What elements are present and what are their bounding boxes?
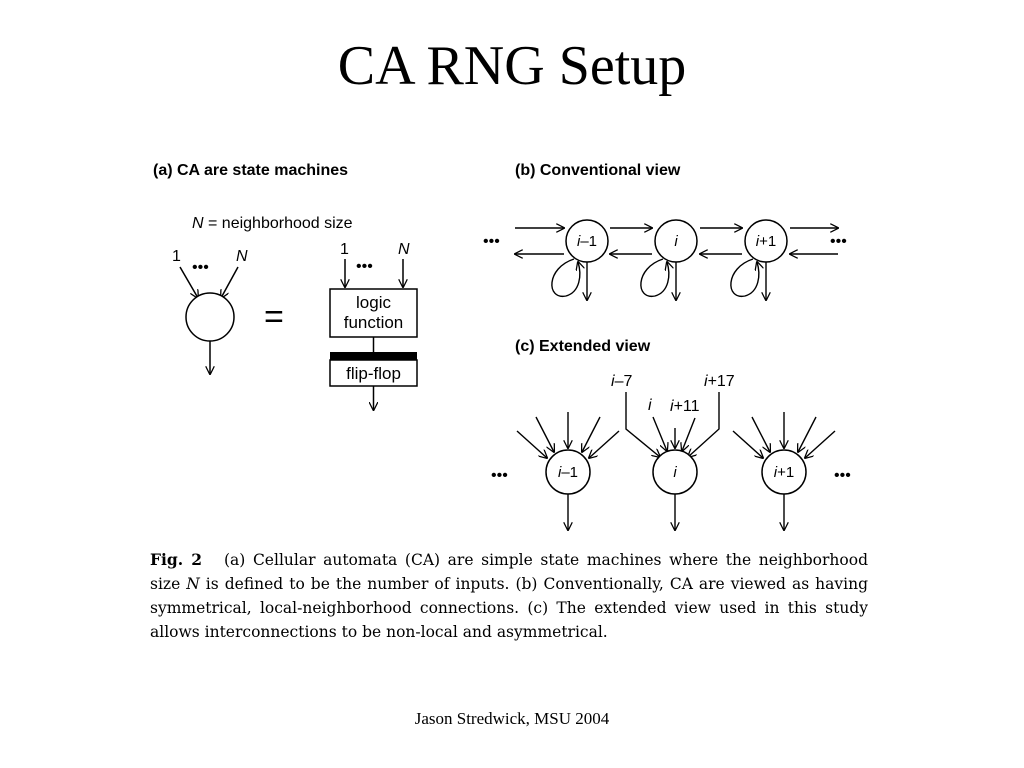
fanin-left-1 <box>516 430 547 458</box>
neighborhood-definition: N = neighborhood size <box>192 215 353 232</box>
input-label-i-plus-17: i+17 <box>704 373 735 390</box>
input-label-i-plus-11: i+11 <box>670 398 700 415</box>
panel-a-heading: (a) CA are state machines <box>153 162 348 179</box>
input-label-i: i <box>648 397 652 414</box>
equals-sign: = <box>264 298 284 336</box>
ext-node-i-minus-1-label: i–1 <box>558 464 578 481</box>
right-dots: ••• <box>830 233 847 250</box>
slide-title: CA RNG Setup <box>337 35 687 97</box>
ext-node-i-label: i <box>673 464 677 481</box>
input-line-i-minus-7 <box>625 392 660 457</box>
panel-b: (b) Conventional view ••• ••• i–1 i i+1 <box>483 162 847 300</box>
caption-var-n: N <box>186 575 200 593</box>
input-dots: ••• <box>192 259 209 276</box>
right-dots: ••• <box>834 467 851 484</box>
input-line-i-plus-17 <box>688 392 720 457</box>
flipflop-label: flip-flop <box>346 364 401 383</box>
fanin-right-5 <box>805 430 836 458</box>
logic-function-line1: logic <box>356 293 391 312</box>
fanin-left-5 <box>589 430 620 458</box>
input-label-i-minus-7: i–7 <box>611 373 632 390</box>
self-loop-mid <box>640 258 669 297</box>
panel-a: (a) CA are state machines N = neighborho… <box>153 162 418 410</box>
flipflop-bar <box>330 352 417 360</box>
fanin-right-1 <box>732 430 763 458</box>
figure-label: Fig. 2 <box>150 550 202 569</box>
input-label-last: N <box>236 248 248 265</box>
fanin-left-2 <box>535 416 554 452</box>
panel-c: (c) Extended view i–7 i+17 i i+11 ••• ••… <box>491 338 851 530</box>
logic-function-line2: function <box>344 313 404 332</box>
left-dots: ••• <box>491 467 508 484</box>
logic-input-label-first: 1 <box>340 241 349 258</box>
input-line-i-plus-11 <box>682 417 696 451</box>
ext-node-i-plus-1-label: i+1 <box>774 464 794 481</box>
fanin-right-4 <box>798 416 817 452</box>
caption-text-1: (a) Cellular automata (CA) are simple st… <box>150 551 868 593</box>
node-i-label: i <box>674 233 678 250</box>
input-arrow-last <box>221 266 239 298</box>
self-loop-left <box>551 258 580 297</box>
fanin-right-2 <box>751 416 770 452</box>
figure-diagram: (a) CA are state machines N = neighborho… <box>153 162 851 545</box>
footer-credit: Jason Stredwick, MSU 2004 <box>414 709 610 728</box>
caption-text-2: is defined to be the number of inputs. (… <box>150 575 868 641</box>
node-i-plus-1-label: i+1 <box>756 233 776 250</box>
input-line-i <box>652 416 667 451</box>
left-dots: ••• <box>483 233 500 250</box>
state-machine-node <box>185 292 235 342</box>
figure-caption: Fig. 2(a) Cellular automata (CA) are sim… <box>150 548 868 644</box>
panel-c-heading: (c) Extended view <box>515 338 651 355</box>
panel-b-heading: (b) Conventional view <box>515 162 681 179</box>
node-i-minus-1-label: i–1 <box>577 233 597 250</box>
logic-input-label-last: N <box>398 241 410 258</box>
logic-input-dots: ••• <box>356 258 373 275</box>
self-loop-right <box>730 258 759 297</box>
input-label-first: 1 <box>172 248 181 265</box>
input-arrow-first <box>179 266 198 298</box>
fanin-left-4 <box>582 416 601 452</box>
